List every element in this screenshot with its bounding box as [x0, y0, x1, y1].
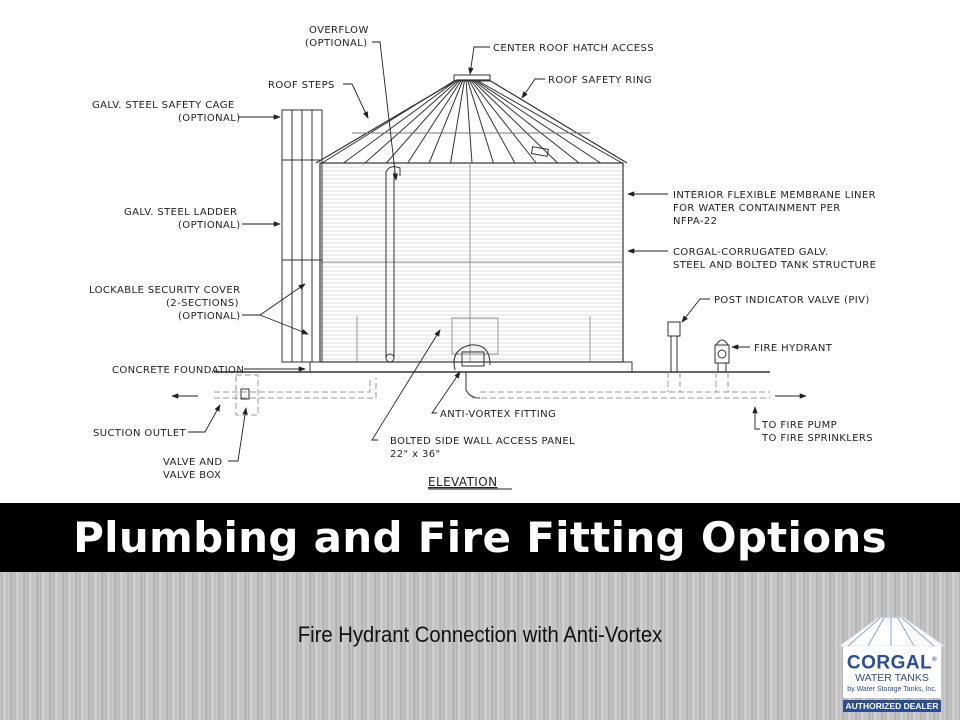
post-indicator-valve: [667, 321, 681, 337]
label-corgal-1: CORGAL-CORRUGATED GALV.: [673, 247, 829, 258]
label-panel-size: 22" x 36": [390, 449, 441, 460]
logo-brand: CORGAL: [846, 652, 933, 674]
roof-rafter: [470, 79, 537, 164]
label-suction: SUCTION OUTLET: [93, 428, 187, 439]
label-cover-2: (2-SECTIONS): [166, 298, 239, 309]
label-hydrant: FIRE HYDRANT: [754, 343, 833, 354]
label-ladder: GALV. STEEL LADDER: [124, 207, 237, 218]
tank-roof: [315, 79, 628, 164]
roof-rafter: [467, 79, 494, 164]
slide-subtitle: Fire Hydrant Connection with Anti-Vortex: [297, 622, 663, 647]
label-cover-3: (OPTIONAL): [178, 311, 241, 322]
logo-reg: ®: [932, 657, 938, 663]
roof-rafter: [473, 79, 580, 164]
label-pump: TO FIRE PUMP: [761, 420, 837, 431]
logo-by-line: by Water Storage Tanks, Inc.: [847, 686, 937, 694]
label-roof-steps: ROOF STEPS: [268, 80, 335, 91]
label-corgal-2: STEEL AND BOLTED TANK STRUCTURE: [673, 260, 876, 271]
label-piv: POST INDICATOR VALVE (PIV): [714, 295, 870, 306]
fire-hydrant: [714, 339, 730, 372]
label-sprinklers: TO FIRE SPRINKLERS: [761, 433, 873, 444]
roof-hatch: [453, 74, 491, 82]
slide-title: Plumbing and Fire Fitting Options: [73, 513, 887, 562]
label-valve-1: VALVE AND: [163, 457, 222, 468]
label-liner-1: INTERIOR FLEXIBLE MEMBRANE LINER: [673, 190, 876, 201]
roof-rafter: [407, 79, 462, 164]
tank-roof-logo-icon: [838, 617, 946, 647]
roof-rafter: [450, 79, 465, 164]
roof-rafter: [476, 79, 623, 164]
label-liner-3: NFPA-22: [673, 216, 717, 227]
label-ladder-optional: (OPTIONAL): [178, 220, 241, 231]
label-center-hatch: CENTER ROOF HATCH ACCESS: [493, 43, 654, 54]
roof-rafter: [385, 79, 461, 164]
roof-rafter: [471, 79, 559, 164]
label-panel: BOLTED SIDE WALL ACCESS PANEL: [390, 436, 575, 447]
title-band: Plumbing and Fire Fitting Options: [0, 503, 960, 572]
label-valve-2: VALVE BOX: [163, 470, 221, 481]
footer-panel: Fire Hydrant Connection with Anti-Vortex…: [0, 572, 960, 720]
roof-rafter: [474, 79, 601, 164]
logo-dealer: AUTHORIZED DEALER: [843, 700, 941, 712]
roof-rafter: [468, 79, 516, 164]
tank-elevation-diagram: OVERFLOW (OPTIONAL) CENTER ROOF HATCH AC…: [89, 25, 876, 490]
label-overflow-optional: (OPTIONAL): [305, 38, 368, 49]
logo-water-tanks: WATER TANKS: [855, 672, 929, 685]
roof-rafter: [364, 79, 459, 164]
label-anti-vortex: ANTI-VORTEX FITTING: [440, 409, 556, 420]
roof-rafter: [321, 79, 456, 164]
label-roof-ring: ROOF SAFETY RING: [548, 75, 652, 86]
roof-rafter: [465, 79, 473, 164]
concrete-foundation: [309, 361, 633, 373]
label-cage-optional: (OPTIONAL): [178, 113, 241, 124]
label-foundation: CONCRETE FOUNDATION: [112, 365, 244, 376]
access-panel: [451, 317, 499, 355]
label-cage: GALV. STEEL SAFETY CAGE: [92, 100, 235, 111]
roof-rafter: [428, 79, 464, 164]
label-overflow: OVERFLOW: [309, 25, 369, 36]
label-elevation: ELEVATION: [428, 475, 497, 489]
label-liner-2: FOR WATER CONTAINMENT PER: [673, 203, 841, 214]
corgal-logo: CORGAL® WATER TANKS by Water Storage Tan…: [838, 616, 948, 714]
roof-rafter: [343, 79, 458, 164]
overflow-pipe: [385, 166, 401, 358]
label-cover-1: LOCKABLE SECURITY COVER: [89, 285, 240, 296]
